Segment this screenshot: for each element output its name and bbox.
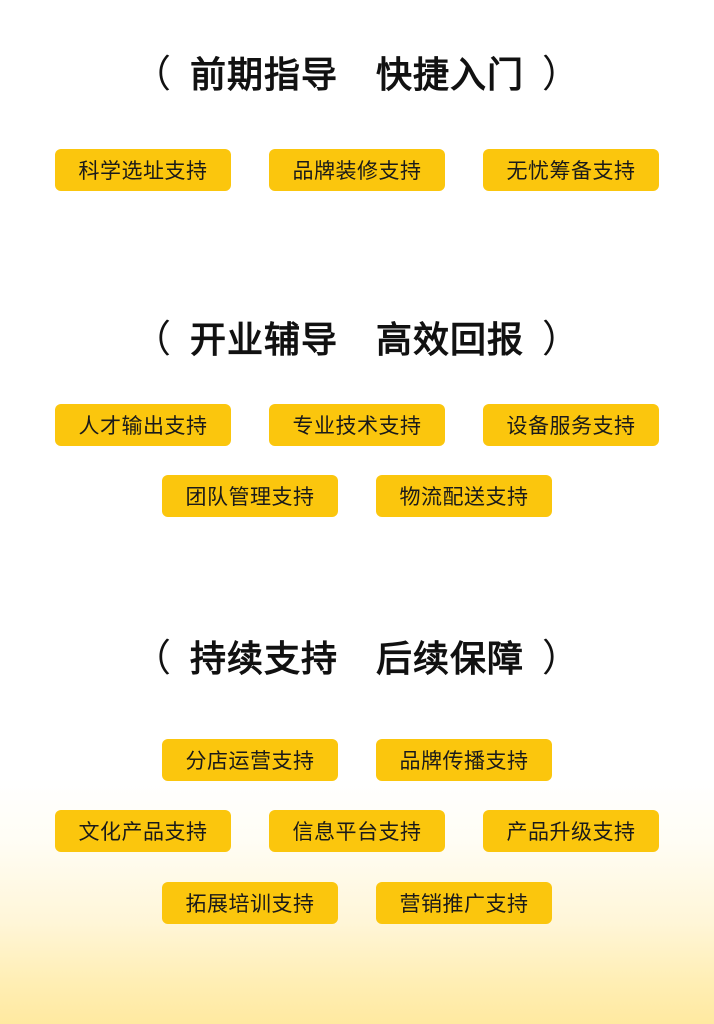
tag: 信息平台支持 [269,810,445,852]
heading-left: 持续支持 [189,639,338,680]
tag-row: 科学选址支持 品牌装修支持 无忧筹备支持 [0,149,714,191]
tag: 文化产品支持 [55,810,231,852]
tag: 无忧筹备支持 [483,149,659,191]
tag: 专业技术支持 [269,404,445,446]
tag-row: 文化产品支持 信息平台支持 产品升级支持 [0,810,714,852]
tag: 品牌传播支持 [376,739,552,781]
tag: 营销推广支持 [376,882,552,924]
tag: 团队管理支持 [162,475,338,517]
open-parenthesis: （ [132,635,172,680]
close-parenthesis: ） [542,635,582,680]
tag-row: 团队管理支持 物流配送支持 [0,475,714,517]
close-parenthesis: ） [542,316,582,361]
heading-left: 开业辅导 [189,320,338,361]
section-heading: （ 持续支持 后续保障 ） [0,628,714,684]
tag: 设备服务支持 [483,404,659,446]
section-heading: （ 前期指导 快捷入门 ） [0,44,714,100]
tag-row: 分店运营支持 品牌传播支持 [0,739,714,781]
tag: 物流配送支持 [376,475,552,517]
tag: 品牌装修支持 [269,149,445,191]
tag: 人才输出支持 [55,404,231,446]
tag: 科学选址支持 [55,149,231,191]
open-parenthesis: （ [132,51,172,96]
tag-row: 拓展培训支持 营销推广支持 [0,882,714,924]
tag: 分店运营支持 [162,739,338,781]
heading-right: 高效回报 [376,320,525,361]
section-heading: （ 开业辅导 高效回报 ） [0,309,714,365]
close-parenthesis: ） [542,51,582,96]
heading-right: 后续保障 [376,639,525,680]
heading-left: 前期指导 [189,55,338,96]
heading-right: 快捷入门 [376,55,525,96]
open-parenthesis: （ [132,316,172,361]
tag: 产品升级支持 [483,810,659,852]
tag-row: 人才输出支持 专业技术支持 设备服务支持 [0,404,714,446]
tag: 拓展培训支持 [162,882,338,924]
